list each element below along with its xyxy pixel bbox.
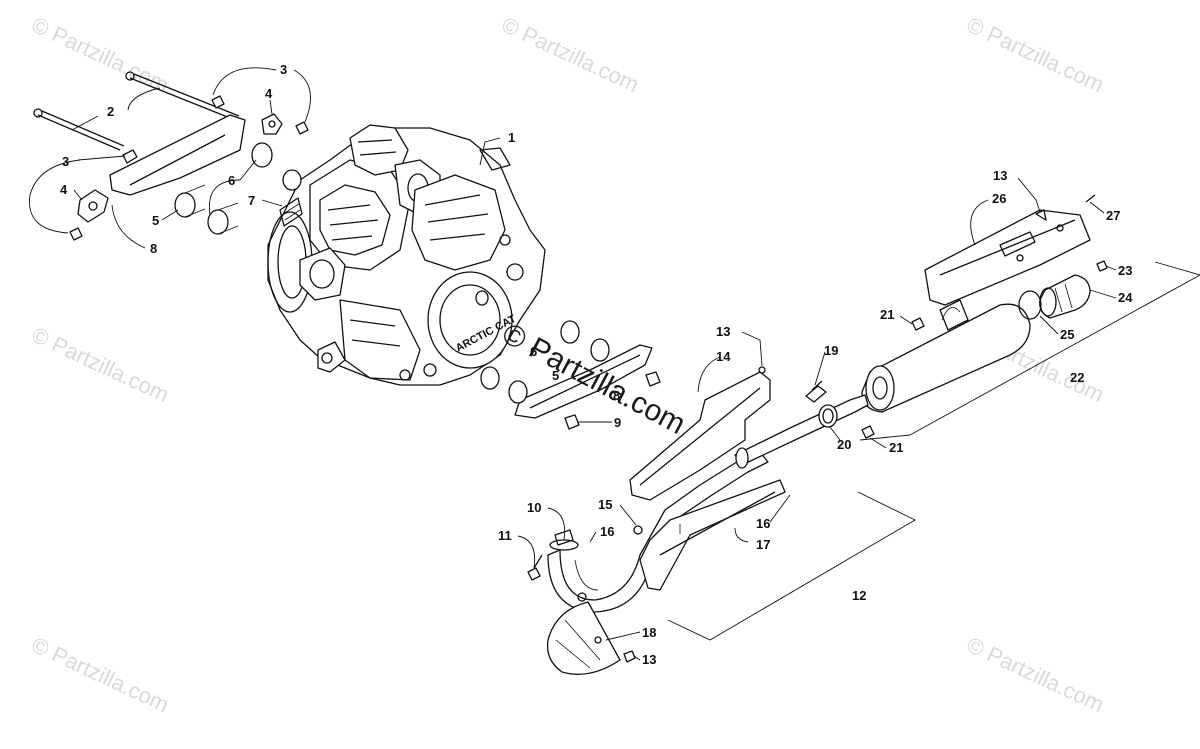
callout-16: 16 [600,524,614,539]
callout-13: 13 [993,168,1007,183]
callout-4: 4 [265,86,273,101]
muffler-assembly[interactable] [734,194,1108,469]
engine-assembly[interactable]: ARCTIC CAT [267,124,546,386]
callout-3: 3 [280,62,287,77]
callout-3: 3 [62,154,69,169]
callout-2: 2 [107,104,114,119]
callout-labels: 1 2 3 3 4 4 5 5 6 6 7 8 8 9 10 11 12 13 … [60,62,1133,667]
callout-19: 19 [824,343,838,358]
leader-lines [29,67,1200,661]
callout-21: 21 [880,307,894,322]
watermark: © Partzilla.com [963,632,1108,717]
callout-20: 20 [837,437,851,452]
callout-13: 13 [642,652,656,667]
callout-4: 4 [60,182,68,197]
head-pipe-assembly[interactable] [527,366,786,675]
watermark: © Partzilla.com [28,632,173,717]
callout-23: 23 [1118,263,1132,278]
callout-6: 6 [228,173,235,188]
center-watermark: © Partzilla.com [497,317,691,441]
callout-15: 15 [598,497,612,512]
watermark: © Partzilla.com [28,12,173,97]
right-engine-mount[interactable] [480,320,661,430]
callout-8: 8 [613,388,620,403]
callout-5: 5 [552,368,559,383]
callout-16: 16 [756,516,770,531]
callout-7: 7 [248,193,255,208]
watermark: © Partzilla.com [28,322,173,407]
left-engine-mount[interactable] [33,71,309,241]
callout-22: 22 [1070,370,1084,385]
callout-26: 26 [992,191,1006,206]
callout-17: 17 [756,537,770,552]
callout-27: 27 [1106,208,1120,223]
watermark: © Partzilla.com [963,12,1108,97]
callout-25: 25 [1060,327,1074,342]
callout-11: 11 [498,528,512,543]
callout-14: 14 [716,349,731,364]
callout-13: 13 [716,324,730,339]
callout-18: 18 [642,625,656,640]
callout-5: 5 [152,213,159,228]
callout-1: 1 [508,130,515,145]
watermark: © Partzilla.com [498,12,643,97]
callout-10: 10 [527,500,541,515]
callout-8: 8 [150,241,157,256]
callout-6: 6 [530,344,537,359]
callout-21: 21 [889,440,903,455]
callout-12: 12 [852,588,866,603]
callout-24: 24 [1118,290,1133,305]
callout-9: 9 [614,415,621,430]
